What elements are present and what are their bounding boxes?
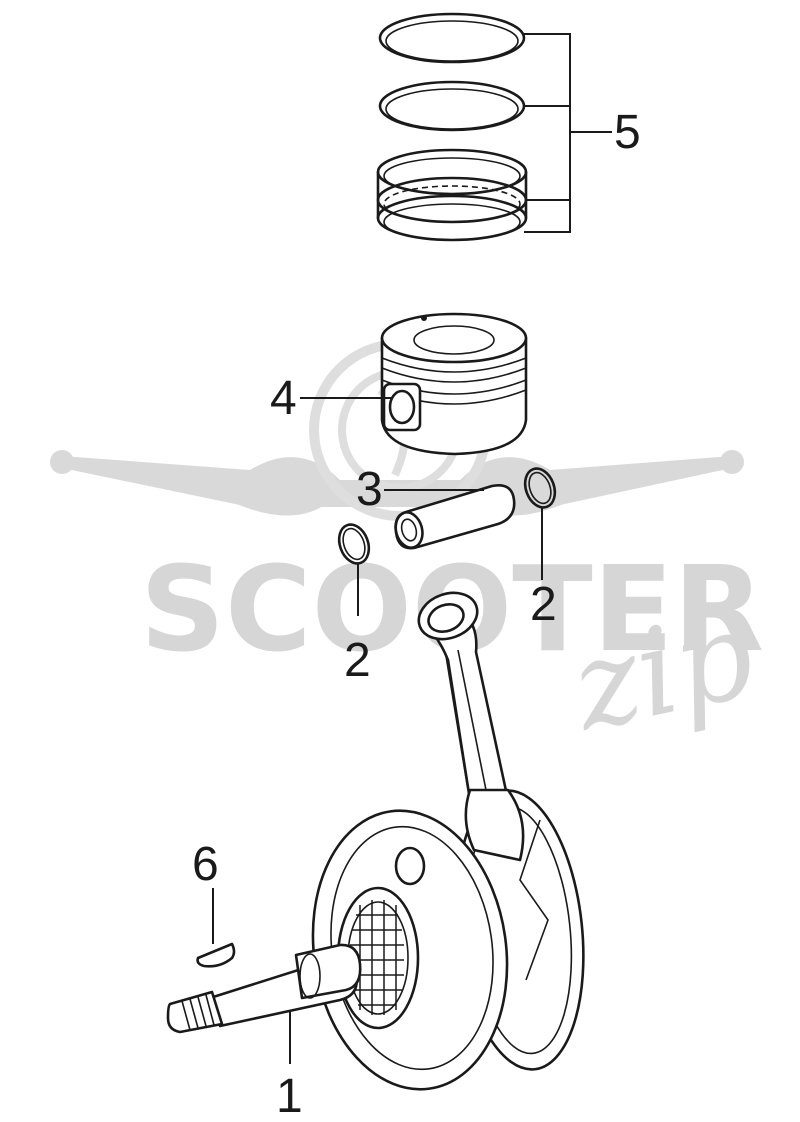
piston [380, 312, 528, 456]
callout-labels: 5 4 3 2 2 6 1 [192, 106, 641, 1122]
piston-pin-clip-right [523, 467, 557, 509]
piston-pin [394, 484, 516, 550]
callout-6: 6 [192, 838, 219, 891]
piston-pin-clip-left [337, 523, 371, 565]
callout-3: 3 [356, 463, 383, 516]
woodruff-key [196, 942, 236, 968]
piston-ring-set [376, 12, 528, 242]
callout-1: 1 [276, 1070, 303, 1122]
callout-4: 4 [270, 372, 297, 425]
crankshaft-assembly [166, 591, 585, 1091]
callout-2-right: 2 [530, 578, 557, 631]
callout-5: 5 [614, 106, 641, 159]
leader-lines [212, 33, 612, 1064]
callout-2-left: 2 [344, 634, 371, 687]
